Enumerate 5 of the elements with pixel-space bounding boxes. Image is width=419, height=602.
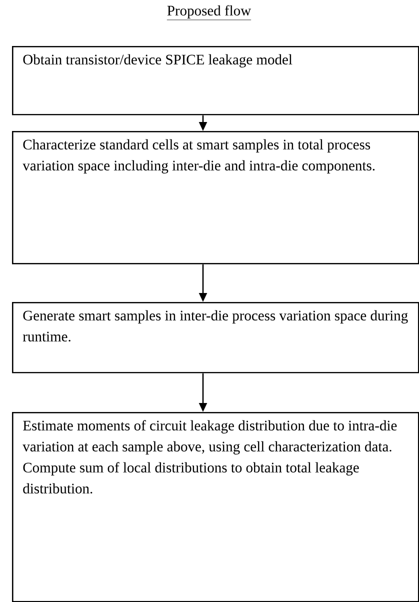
title: Proposed flow [166, 5, 252, 20]
process-box: Generate smart samples in inter-die process variation space during runtime. [12, 302, 419, 374]
process-box: Obtain transistor/device SPICE leakage model [12, 46, 419, 116]
process-box: Estimate moments of circuit leakage distribution due to intra-die variation at each sample above, using cell characterization data. Compute sum of local distributions to obtain total leakage distribution. [12, 412, 419, 602]
process-box: Characterize standard cells at smart samples in total process variation space including inter-die and intra-die components. [12, 131, 419, 264]
